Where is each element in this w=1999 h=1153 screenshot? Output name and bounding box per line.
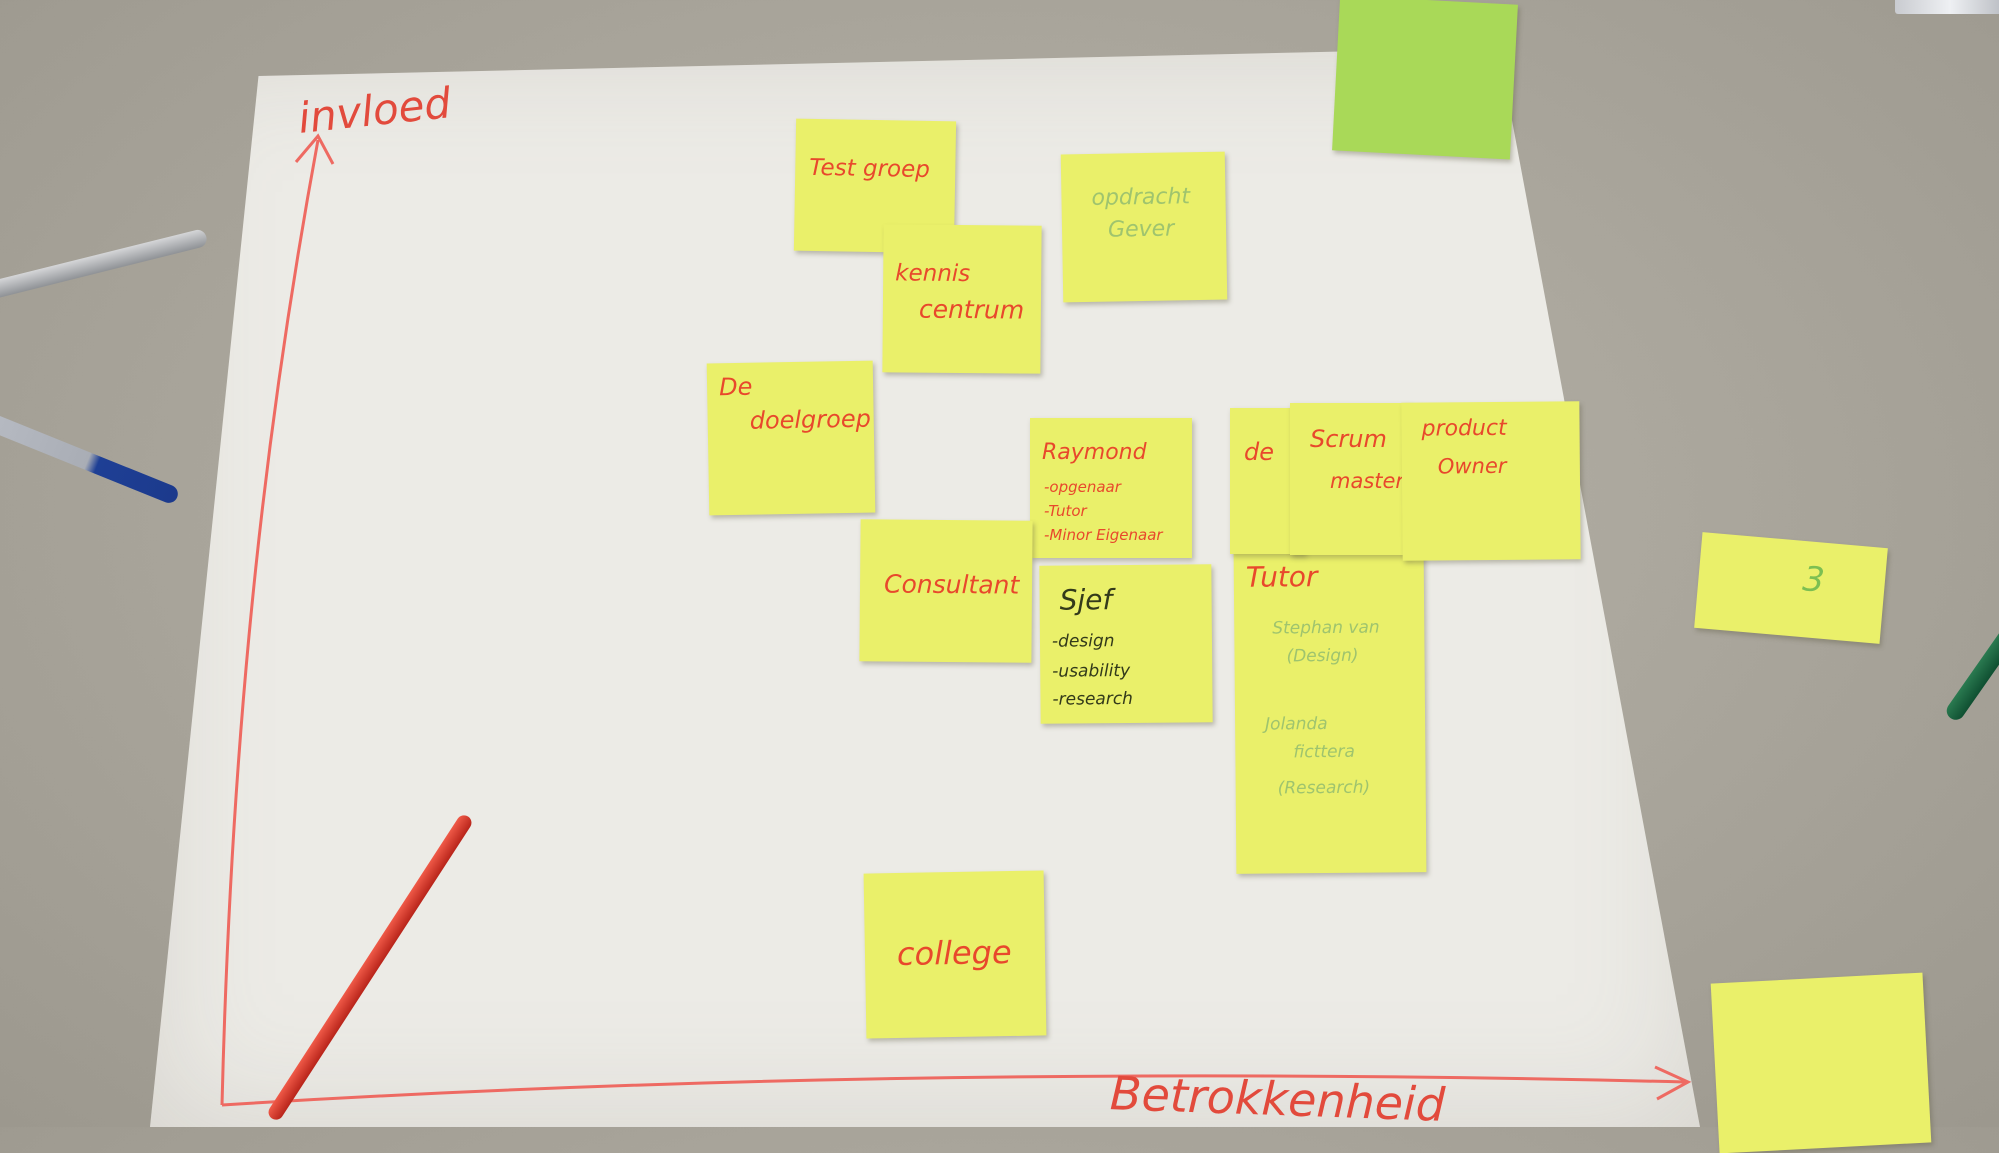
note-kennis-centrum: kennis centrum [882, 224, 1042, 374]
note-item: ficttera [1293, 741, 1355, 763]
note-scrum-master: Scrum master [1290, 403, 1410, 555]
side-note: 3 [1694, 532, 1888, 644]
foil-wrapper [1895, 0, 1999, 14]
note-consultant: Consultant [859, 519, 1033, 663]
note-sjef: Sjef -design -usability -research [1039, 564, 1213, 724]
stakeholder-axes [220, 133, 1692, 1107]
note-text-line2: doelgroep [749, 404, 872, 435]
note-text-line2: Owner [1437, 453, 1507, 479]
note-title: Raymond [1042, 440, 1147, 465]
note-item: -Minor Eigenaar [1044, 526, 1163, 544]
note-tutor: Tutor Stephan van (Design) Jolanda fictt… [1233, 547, 1427, 874]
note-text-line1: kennis [895, 260, 971, 288]
note-item: (Research) [1277, 777, 1371, 799]
note-text: college [896, 933, 1012, 974]
green-sticky-note [1332, 0, 1518, 160]
y-axis-line [220, 139, 320, 1106]
note-item: -design [1051, 631, 1115, 652]
note-text: 3 [1801, 559, 1827, 601]
note-item: -Tutor [1044, 502, 1087, 520]
note-title: Sjef [1059, 583, 1113, 617]
note-product-owner: product Owner [1401, 401, 1581, 561]
note-text-line2: master [1330, 469, 1405, 493]
note-text: Consultant [883, 569, 1020, 600]
sticky-note-pad [1710, 972, 1932, 1153]
note-de-doelgroep: De doelgroep [706, 360, 876, 516]
note-text-line2: Gever [1107, 216, 1175, 243]
note-item: Stephan van [1272, 617, 1380, 639]
note-text-line1: opdracht [1091, 184, 1191, 211]
note-raymond: Raymond -opgenaar -Tutor -Minor Eigenaar [1030, 418, 1192, 558]
x-axis-arrowhead [1654, 1065, 1692, 1101]
note-item: -usability [1052, 660, 1131, 682]
note-text: Test groep [809, 154, 931, 183]
note-item: -opgenaar [1044, 478, 1121, 496]
y-axis-arrowhead [294, 133, 335, 165]
note-text-line1: product [1421, 415, 1507, 442]
note-text: de [1244, 438, 1274, 466]
note-item: -research [1052, 688, 1134, 710]
note-title: Tutor [1245, 560, 1318, 594]
note-opdracht-gever: opdracht Gever [1060, 151, 1228, 303]
note-text-line1: Scrum [1310, 425, 1387, 453]
x-axis-line [221, 1074, 1686, 1107]
note-text-line2: centrum [918, 294, 1025, 325]
note-text-line1: De [718, 372, 753, 402]
note-item: (Design) [1286, 645, 1359, 667]
note-item: Jolanda [1265, 714, 1328, 735]
note-college: college [863, 870, 1047, 1039]
